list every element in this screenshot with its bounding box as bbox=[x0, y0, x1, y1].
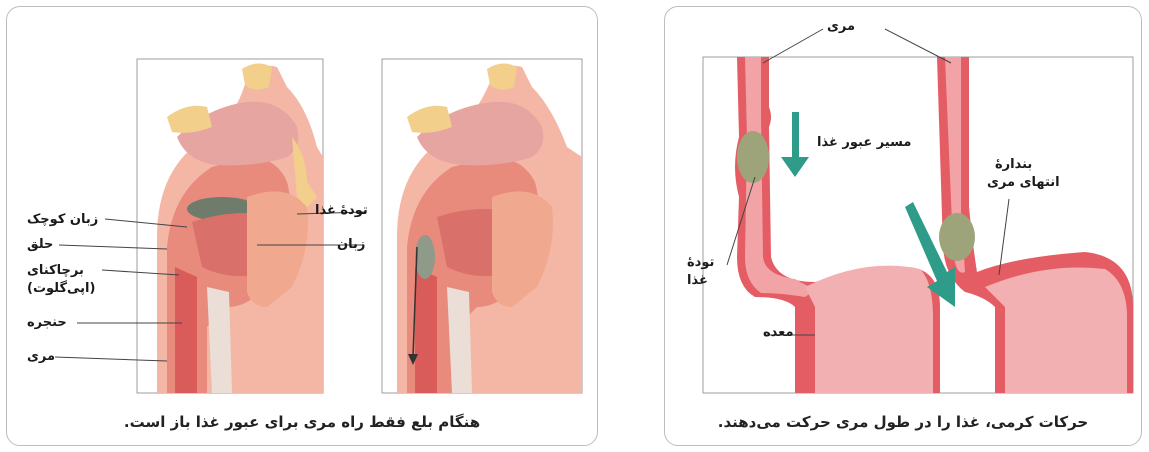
peristalsis-panel: مری مسیر عبور غذا تودهٔ غذا معده بندارهٔ… bbox=[664, 6, 1142, 446]
label-esophagus: مری bbox=[27, 349, 55, 365]
label-bolus: تودهٔ غذا bbox=[315, 203, 368, 219]
label-stomach: معده bbox=[763, 325, 794, 341]
label-sphincter-2: انتهای مری bbox=[987, 175, 1060, 191]
label-sphincter: بندارهٔ bbox=[995, 157, 1032, 173]
peristalsis-illustration bbox=[665, 7, 1143, 447]
swallowing-panel: زبان کوچک حلق برچاکنای (اپی‌گلوت) حنجره … bbox=[6, 6, 598, 446]
label-pharynx: حلق bbox=[27, 237, 53, 253]
label-uvula: زبان کوچک bbox=[27, 212, 98, 228]
caption-swallowing: هنگام بلع فقط راه مری برای عبور غذا باز … bbox=[7, 413, 597, 431]
label-epiglottis: برچاکنای bbox=[27, 263, 84, 279]
label-epiglottis-latin: (اپی‌گلوت) bbox=[27, 281, 95, 297]
label-esophagus-right: مری bbox=[827, 19, 855, 35]
head-cross-section-1 bbox=[157, 63, 323, 393]
label-bolus-right-2: غذا bbox=[687, 273, 708, 289]
label-larynx: حنجره bbox=[27, 315, 67, 331]
label-food-path: مسیر عبور غذا bbox=[817, 135, 911, 151]
caption-peristalsis: حرکات کرمی، غذا را در طول مری حرکت می‌ده… bbox=[665, 413, 1141, 431]
label-bolus-right: تودهٔ bbox=[687, 255, 714, 271]
label-tongue: زبان bbox=[337, 237, 365, 253]
